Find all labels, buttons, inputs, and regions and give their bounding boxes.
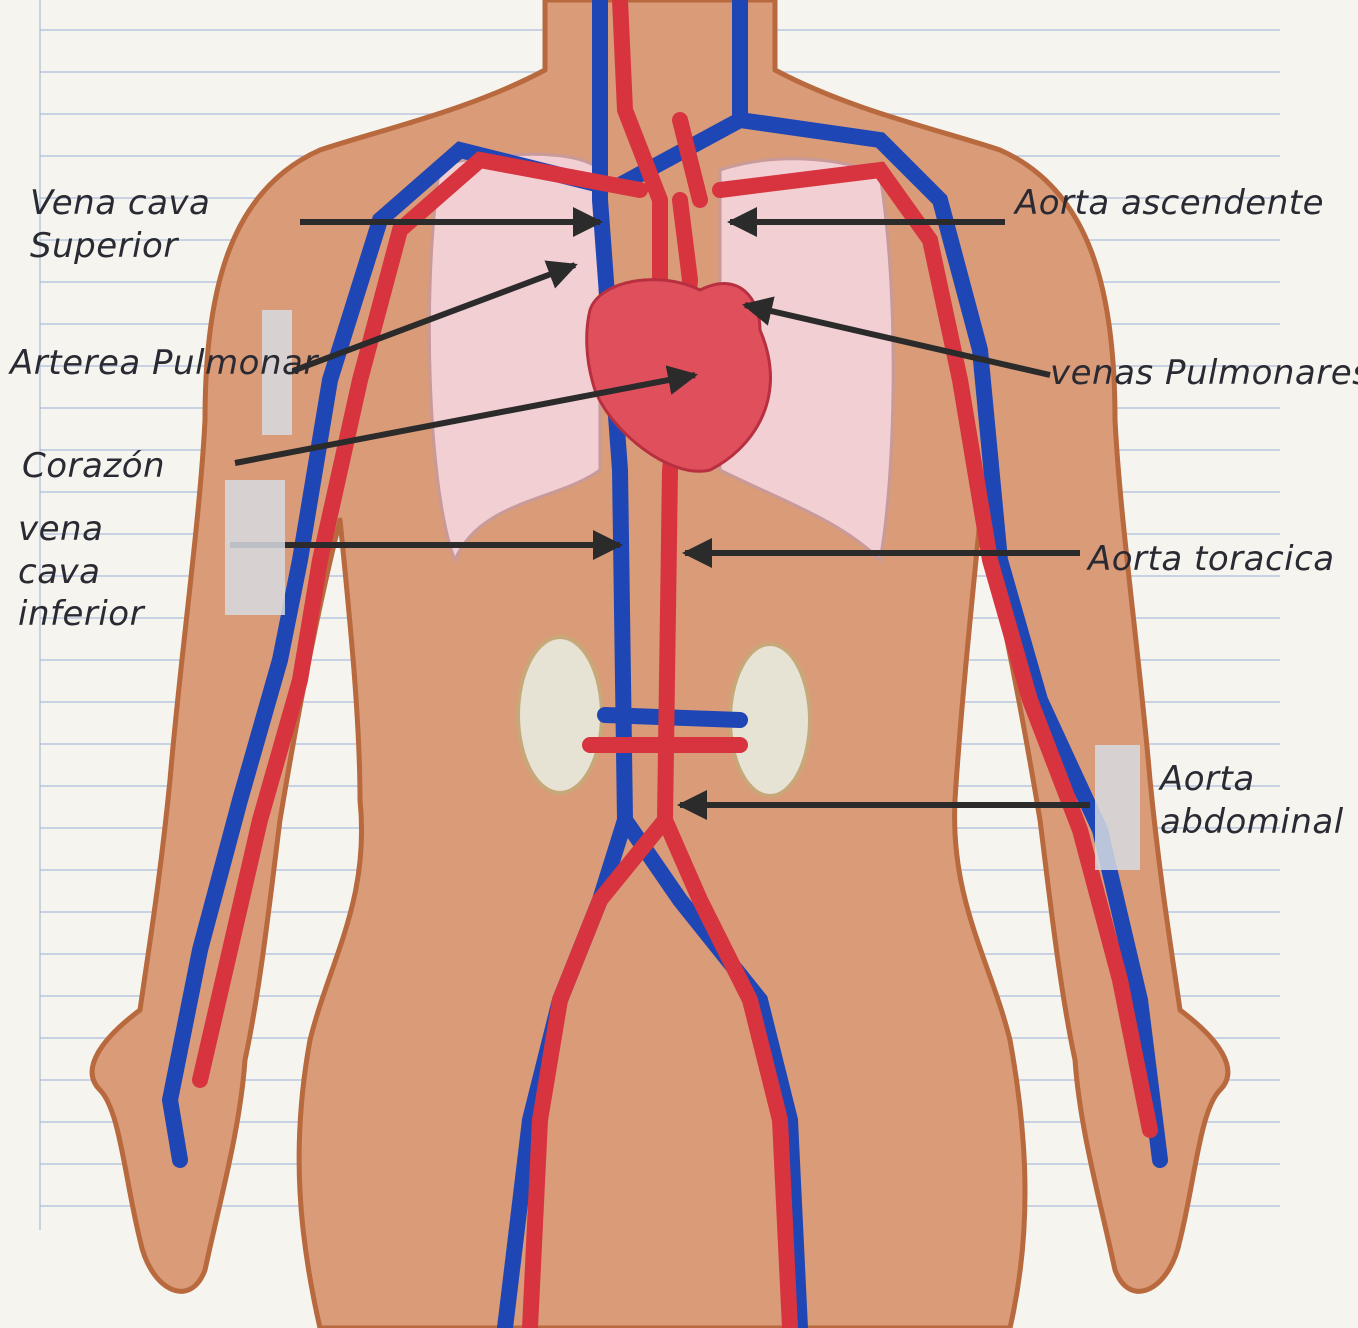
tape-strip xyxy=(1095,745,1140,870)
left-kidney xyxy=(518,637,602,793)
label-vena-cava-superior: Vena cava Superior xyxy=(30,182,210,267)
label-vena-cava-inferior: vena cava inferior xyxy=(18,508,144,636)
label-aorta-toracica: Aorta toracica xyxy=(1088,538,1335,581)
label-venas-pulmonares: venas Pulmonares xyxy=(1050,352,1358,395)
tape-strip xyxy=(225,480,285,615)
label-arteria-pulmonar: Arterea Pulmonar xyxy=(10,342,318,385)
label-aorta-abdominal: Aorta abdominal xyxy=(1160,758,1344,843)
label-aorta-ascendente: Aorta ascendente xyxy=(1015,182,1324,225)
label-corazon: Corazón xyxy=(22,445,165,488)
